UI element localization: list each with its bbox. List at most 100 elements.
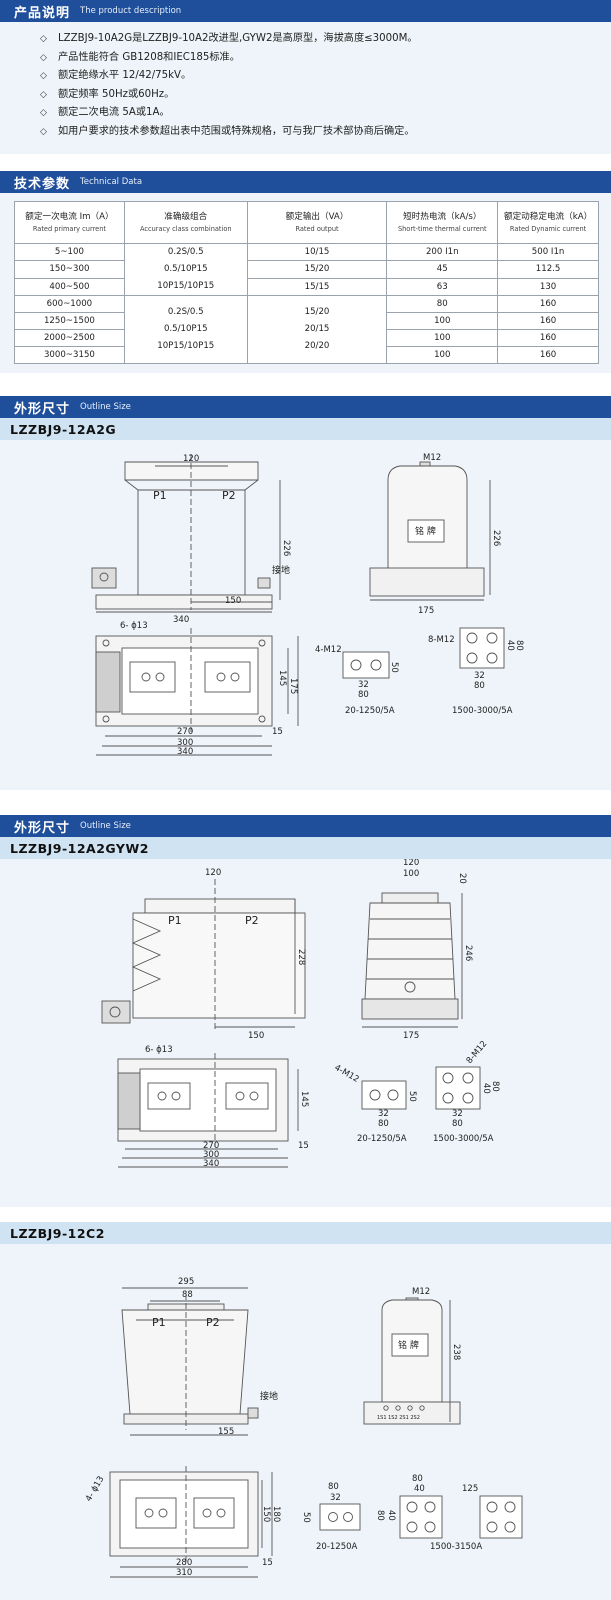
diamond-bullet-icon: ◇ [40, 34, 47, 44]
svg-text:80: 80 [358, 690, 369, 700]
svg-text:1S1 1S2 2S1 2S2: 1S1 1S2 2S1 2S2 [377, 1415, 420, 1421]
svg-text:80: 80 [514, 640, 524, 651]
svg-text:32: 32 [378, 1109, 389, 1119]
svg-text:20-1250A: 20-1250A [316, 1542, 358, 1552]
svg-text:P1: P1 [152, 1316, 166, 1329]
technical-title: 技术参数 [14, 176, 71, 192]
table-row: 150~300 15/20 45 112.5 [14, 260, 599, 279]
model-label-a2g: LZZBJ9-12A2G [0, 418, 611, 440]
svg-text:接地: 接地 [260, 1390, 278, 1402]
svg-text:40: 40 [505, 640, 515, 651]
svg-text:6- ϕ13: 6- ϕ13 [145, 1045, 173, 1055]
terminal-detail-large: 8-M12 40 80 32 80 1500-3000/5A [428, 627, 524, 716]
top-view: 6- ϕ13 145 270 15 300 340 [117, 1045, 309, 1169]
svg-text:145: 145 [277, 670, 287, 686]
svg-text:100: 100 [403, 869, 419, 879]
header-output: 额定输出（VA）Rated output [246, 201, 388, 244]
svg-text:20: 20 [457, 873, 467, 884]
outline1-drawing: 120 P1 P2 226 接地 340 150 铭 牌 M12 226 175… [91, 453, 524, 757]
svg-text:270: 270 [177, 727, 193, 737]
svg-text:32: 32 [474, 671, 485, 681]
svg-text:175: 175 [403, 1031, 419, 1041]
svg-text:4-M12: 4-M12 [333, 1063, 361, 1085]
diamond-bullet-icon: ◇ [40, 126, 47, 137]
header-thermal: 短时热电流（kA/s）Short-time thermal current [386, 201, 499, 244]
svg-text:P2: P2 [245, 914, 259, 927]
svg-text:280: 280 [176, 1558, 192, 1568]
description-list: ◇LZZBJ9-10A2G是LZZBJ9-10A2改进型,GYW2是高原型，海拔… [40, 30, 418, 141]
description-item: ◇如用户要求的技术参数超出表中范围或特殊规格，可与我厂技术部协商后确定。 [40, 123, 418, 142]
svg-text:50: 50 [301, 1512, 311, 1523]
outline2-title: 外形尺寸 [14, 820, 71, 836]
outline1-title: 外形尺寸 [14, 401, 71, 417]
svg-text:P1: P1 [168, 914, 182, 927]
outline1-panel [0, 440, 611, 790]
technical-header: 技术参数 Technical Data [0, 171, 611, 193]
top-view: 4- ϕ13 150 180 280 15 310 [84, 1466, 281, 1578]
terminal-detail-large: 80 40 125 80 40 1500-3150A [375, 1474, 523, 1552]
svg-text:80: 80 [328, 1482, 339, 1492]
svg-text:120: 120 [183, 454, 199, 464]
svg-text:300: 300 [177, 738, 193, 748]
svg-text:6- ϕ13: 6- ϕ13 [120, 621, 148, 631]
svg-text:15: 15 [298, 1141, 309, 1151]
front-view: 120 P1 P2 226 接地 340 150 [91, 454, 291, 625]
svg-text:80: 80 [412, 1474, 423, 1484]
table-row: 2000~2500 100 160 [14, 329, 599, 347]
svg-text:1500-3150A: 1500-3150A [430, 1542, 482, 1552]
svg-text:铭 牌: 铭 牌 [415, 525, 436, 537]
svg-text:310: 310 [176, 1568, 192, 1578]
svg-text:246: 246 [463, 945, 473, 961]
svg-text:50: 50 [407, 1091, 417, 1102]
front-view: 295 88 P1 P2 接地 155 [121, 1277, 278, 1437]
svg-text:15: 15 [272, 727, 283, 737]
model-label-a2gyw2: LZZBJ9-12A2GYW2 [0, 837, 611, 859]
svg-text:175: 175 [418, 606, 434, 616]
table-row: 400~500 15/15 63 130 [14, 277, 599, 297]
svg-text:M12: M12 [423, 453, 441, 463]
outline1-title-en: Outline Size [80, 402, 131, 412]
terminal-detail-small: 4-M12 50 32 80 20-1250/5A [315, 645, 399, 716]
terminal-detail-small: 80 32 50 20-1250A [301, 1482, 361, 1552]
svg-text:8-M12: 8-M12 [465, 1039, 490, 1066]
svg-text:32: 32 [330, 1493, 341, 1503]
description-title-en: The product description [80, 6, 182, 16]
side-view: 铭 牌 M12 226 175 [369, 453, 501, 616]
header-primary-current: 额定一次电流 Im（A）Rated primary current [14, 201, 125, 244]
svg-text:270: 270 [203, 1141, 219, 1151]
svg-text:88: 88 [182, 1290, 193, 1300]
svg-text:228: 228 [296, 949, 306, 965]
diamond-bullet-icon: ◇ [40, 52, 47, 63]
terminal-detail-large: 8-M12 40 80 32 80 1500-3000/5A [433, 1039, 500, 1144]
svg-text:P2: P2 [206, 1316, 220, 1329]
svg-text:40: 40 [386, 1510, 396, 1521]
svg-text:226: 226 [281, 540, 291, 556]
svg-text:80: 80 [378, 1119, 389, 1129]
svg-text:226: 226 [491, 530, 501, 546]
svg-text:M12: M12 [412, 1287, 430, 1297]
outline1-header: 外形尺寸 Outline Size [0, 396, 611, 418]
technical-title-en: Technical Data [80, 177, 143, 187]
svg-text:180: 180 [271, 1506, 281, 1522]
svg-text:P2: P2 [222, 489, 236, 502]
svg-text:80: 80 [452, 1119, 463, 1129]
outline2-drawing: 120 P1 P2 228 150 120 100 20 246 175 6- … [101, 859, 500, 1169]
svg-text:145: 145 [299, 1091, 309, 1107]
svg-text:238: 238 [451, 1344, 461, 1360]
description-item: ◇额定二次电流 5A或1A。 [40, 104, 418, 123]
diamond-bullet-icon: ◇ [40, 89, 47, 100]
svg-text:150: 150 [225, 596, 241, 606]
svg-text:P1: P1 [153, 489, 167, 502]
front-view: 120 P1 P2 228 150 [101, 868, 306, 1041]
svg-text:120: 120 [205, 868, 221, 878]
svg-text:40: 40 [414, 1484, 425, 1494]
svg-text:32: 32 [452, 1109, 463, 1119]
svg-text:15: 15 [262, 1558, 273, 1568]
svg-text:175: 175 [288, 678, 298, 694]
top-view: 6- ϕ13 145 175 270 15 300 340 [95, 621, 299, 757]
terminal-detail-small: 4-M12 50 32 80 20-1250/5A [333, 1063, 418, 1144]
